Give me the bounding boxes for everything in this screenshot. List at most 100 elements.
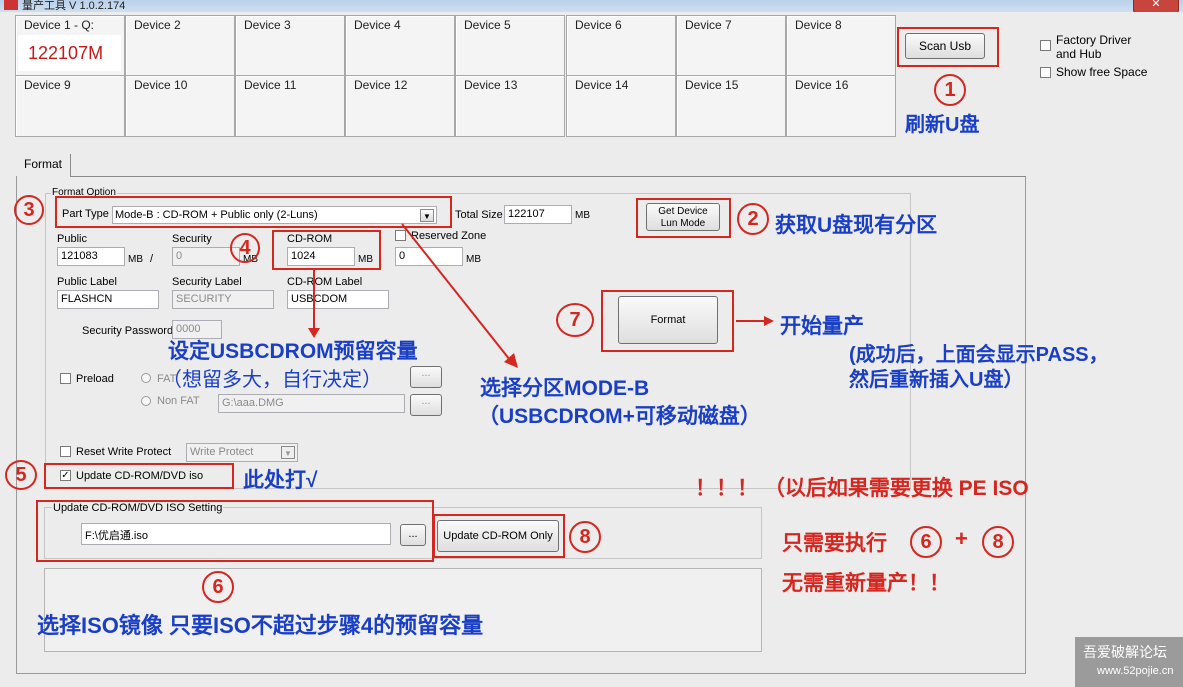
preload-label: Preload [76,373,114,385]
preload-checkbox[interactable] [60,373,71,384]
device-label: Device 1 - Q: [24,18,95,32]
get-device-highlight [636,198,731,238]
device-slot-1[interactable]: Device 1 - Q: 122107M [15,15,125,77]
scan-usb-button[interactable]: Scan Usb [905,33,985,59]
get-device-lun-mode-button[interactable]: Get Device Lun Mode [646,203,720,231]
factory-driver-checkbox[interactable] [1040,40,1051,51]
update-cdrom-label: Update CD-ROM/DVD iso [76,470,204,482]
chevron-down-icon: ▼ [281,446,295,459]
step-6-marker: 6 [202,571,234,603]
step-8-ref-marker: 8 [982,526,1014,558]
plus-sign: + [955,526,968,551]
device-slot-13[interactable]: Device 13 [455,75,565,137]
get-partition-note: 获取U盘现有分区 [775,214,938,237]
format-button[interactable]: Format [618,296,718,344]
part-type-label: Part Type [62,208,109,220]
step-6-ref-marker: 6 [910,526,942,558]
reserved-zone-checkbox[interactable] [395,230,406,241]
device-label: Device 15 [685,78,739,92]
write-protect-select[interactable]: Write Protect ▼ [186,443,298,462]
non-fat-browse-button[interactable]: ... [410,394,442,416]
security-password-label: Security Password [82,325,174,337]
format-option-label: Format Option [51,187,117,198]
iso-setting-group [44,507,762,559]
iso-setting-label: Update CD-ROM/DVD ISO Setting [52,502,224,514]
cdrom-unit: MB [358,254,373,265]
device-slot-3[interactable]: Device 3 [235,15,345,77]
device-slot-6[interactable]: Device 6 [566,15,676,77]
total-size-field[interactable]: 122107 [504,205,572,224]
cdrom-size-field[interactable]: 1024 [287,247,355,266]
check-here-note: 此处打√ [243,469,318,492]
cdrom-label-field[interactable]: USBCDOM [287,290,389,309]
tab-format-label: Format [24,157,63,171]
device-slot-7[interactable]: Device 7 [676,15,786,77]
log-area [44,568,762,652]
watermark-site-name: 吾爱破解论坛 [1083,644,1167,660]
tab-format[interactable]: Format [16,154,71,176]
device-slot-11[interactable]: Device 11 [235,75,345,137]
step-2-marker: 2 [737,203,769,235]
fat-browse-button[interactable]: ... [410,366,442,388]
device-slot-12[interactable]: Device 12 [345,75,455,137]
device-capacity: 122107M [18,35,121,71]
security-label-caption: Security Label [172,276,242,288]
choose-iso-note: 选择ISO镜像 只要ISO不超过步骤4的预留容量 [37,613,484,638]
update-cdrom-highlight [44,463,234,489]
device-slot-4[interactable]: Device 4 [345,15,455,77]
window-title: 量产工具 V 1.0.2.174 [22,0,126,12]
device-label: Device 5 [464,18,511,32]
format-highlight [601,290,734,352]
app-icon [4,0,18,10]
public-size-field[interactable]: 121083 [57,247,125,266]
device-label: Device 4 [354,18,401,32]
part-type-select[interactable]: Mode-B : CD-ROM + Public only (2-Luns) ▼ [112,206,437,224]
scan-usb-highlight [897,27,999,67]
device-slot-15[interactable]: Device 15 [676,75,786,137]
later-note: ！！！ （以后如果需要更换 PE ISO [695,477,1029,500]
cdrom-label: CD-ROM [287,233,333,245]
cdrom-arrow [308,268,320,338]
part-type-arrow [401,223,518,368]
format-arrow [736,316,774,326]
close-button[interactable]: ✕ [1133,0,1179,12]
device-slot-14[interactable]: Device 14 [566,75,676,137]
device-slot-16[interactable]: Device 16 [786,75,896,137]
slash-separator: / [150,253,154,265]
device-slot-5[interactable]: Device 5 [455,15,565,77]
non-fat-radio[interactable] [141,396,151,406]
public-label-field[interactable]: FLASHCN [57,290,159,309]
reset-write-protect-label: Reset Write Protect [76,446,172,458]
set-cdrom-note: 设定USBCDROM预留容量 [168,340,418,363]
update-cdrom-only-button[interactable]: Update CD-ROM Only [437,520,559,552]
success-note: (成功后，上面会显示PASS， [849,344,1109,366]
security-label-field[interactable]: SECURITY [172,290,274,309]
non-fat-label: Non FAT [157,395,200,407]
device-label: Device 11 [244,78,297,92]
device-slot-9[interactable]: Device 9 [15,75,125,137]
device-slot-8[interactable]: Device 8 [786,15,896,77]
only-need-note: 只需要执行 [782,532,887,555]
non-fat-path-field[interactable]: G:\aaa.DMG [218,394,405,413]
security-password-field[interactable]: 0000 [172,320,222,339]
format-tab-panel [16,176,1026,674]
step-3-marker: 3 [14,195,44,225]
update-cdrom-checkbox[interactable]: ✓ [60,470,71,481]
device-slot-10[interactable]: Device 10 [125,75,235,137]
step-1-marker: 1 [934,74,966,106]
fat-radio[interactable] [141,373,151,383]
device-slot-2[interactable]: Device 2 [125,15,235,77]
start-format-note: 开始量产 [780,315,864,338]
iso-browse-button[interactable]: ... [400,524,426,546]
reset-write-protect-checkbox[interactable] [60,446,71,457]
total-size-label: Total Size [455,209,503,221]
step-5-marker: 5 [5,460,37,490]
device-label: Device 13 [464,78,518,92]
device-label: Device 8 [795,18,842,32]
watermark: 吾爱破解论坛 www.52pojie.cn [1075,637,1183,687]
show-free-space-checkbox[interactable] [1040,67,1051,78]
reserved-unit: MB [466,254,481,265]
choose-mode-note: 选择分区MODE-B [480,377,650,400]
step-7-marker: 7 [556,303,594,337]
iso-path-field[interactable]: F:\优启通.iso [81,523,391,545]
